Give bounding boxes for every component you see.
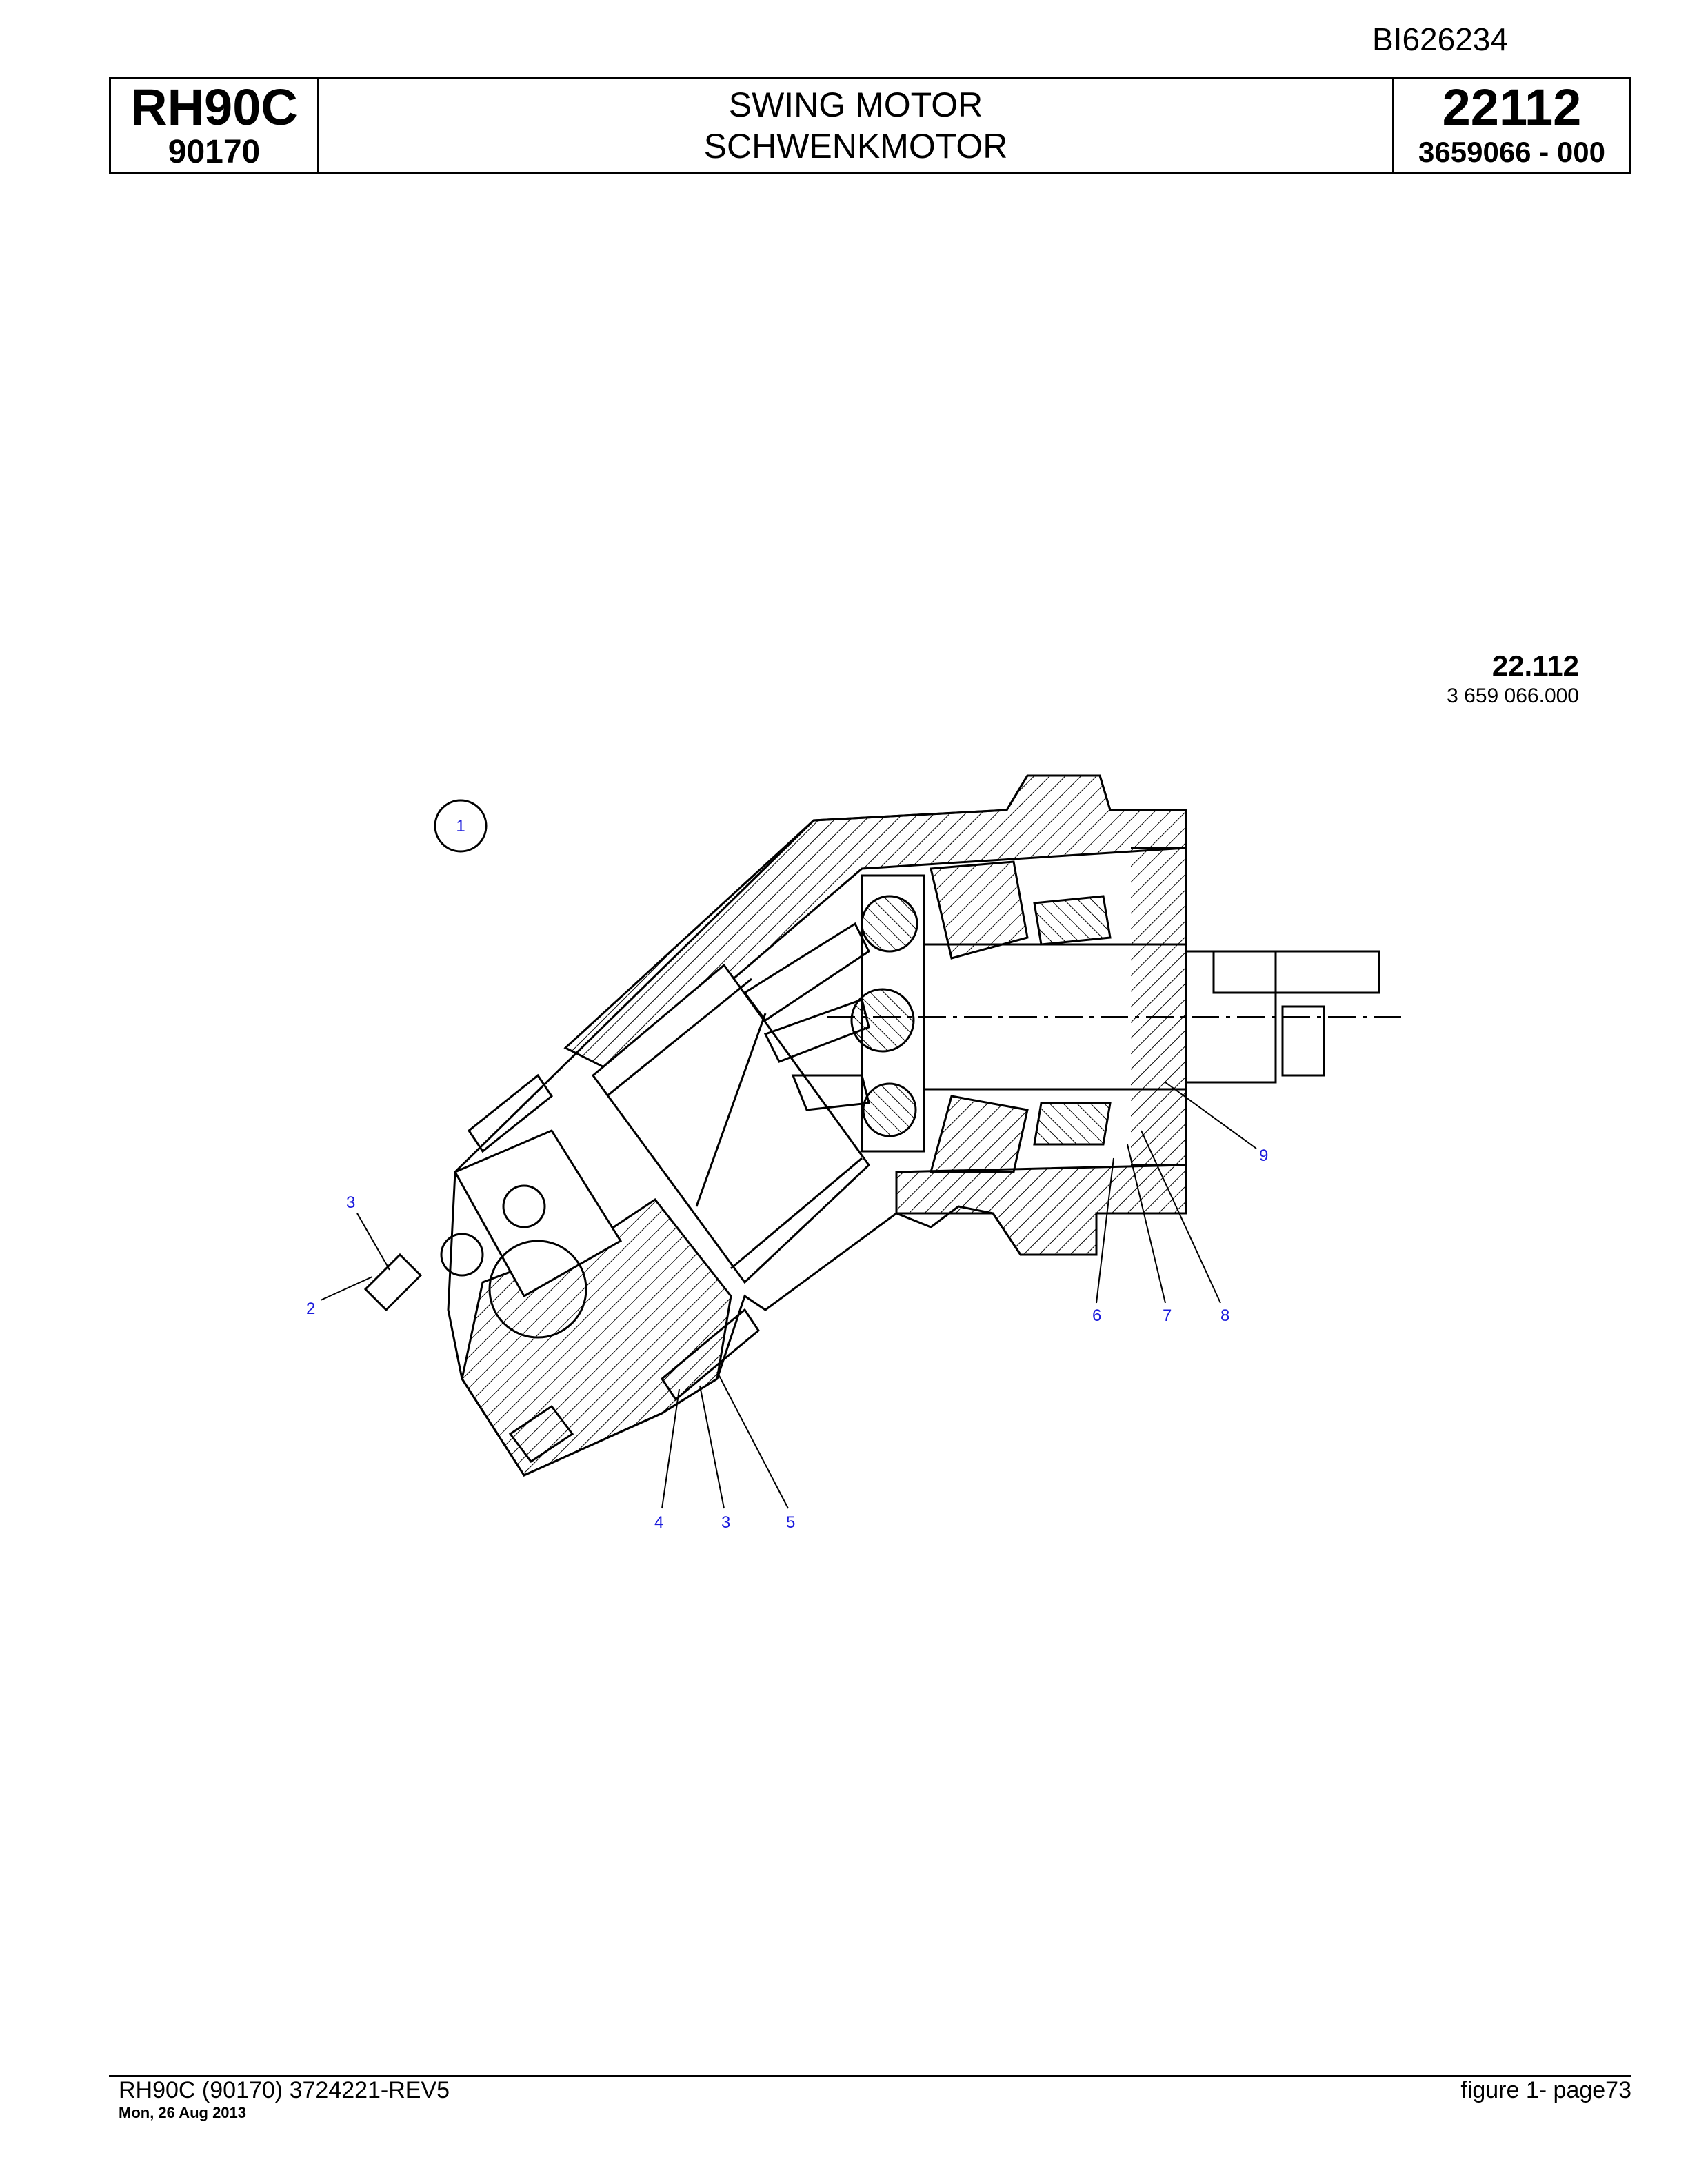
callout-8: 8 [1220,1306,1229,1325]
callout-3-lower: 3 [721,1513,730,1532]
callout-2: 2 [306,1300,315,1318]
footer-left: RH90C (90170) 3724221-REV5 Mon, 26 Aug 2… [119,2076,450,2122]
callout-3-upper: 3 [346,1193,355,1212]
title-block: RH90C 90170 SWING MOTOR SCHWENKMOTOR 221… [109,77,1631,174]
title-german: SCHWENKMOTOR [703,127,1008,165]
document-id: BI626234 [1372,21,1508,57]
callout-1-marker: 1 [434,799,488,853]
footer-page-ref: figure 1- page73 [1460,2077,1631,2103]
callout-4: 4 [654,1513,663,1532]
figure-group-number: 22.112 [1491,649,1579,682]
footer-divider [109,2075,1631,2077]
part-number: 3659066 - 000 [1418,136,1605,168]
model-name: RH90C [130,79,298,136]
model-cell: RH90C 90170 [111,79,319,172]
leader-lines [320,1082,1257,1509]
callout-7: 7 [1163,1306,1172,1325]
group-number: 22112 [1442,79,1582,136]
figure-part-number: 3 659 066.000 [1447,685,1579,707]
footer-document-ref: RH90C (90170) 3724221-REV5 [119,2077,450,2103]
title-cell: SWING MOTOR SCHWENKMOTOR [319,79,1392,172]
group-cell: 22112 3659066 - 000 [1392,79,1629,172]
motor-housing [363,774,1407,1477]
callout-6: 6 [1092,1306,1101,1325]
figure-group-label: 22.112 3 659 066.000 [1447,648,1579,709]
model-number: 90170 [168,134,261,170]
title-english: SWING MOTOR [728,85,983,124]
callout-9: 9 [1259,1146,1268,1165]
footer-date: Mon, 26 Aug 2013 [119,2104,247,2121]
callout-5: 5 [786,1513,795,1532]
callout-1: 1 [456,817,465,836]
